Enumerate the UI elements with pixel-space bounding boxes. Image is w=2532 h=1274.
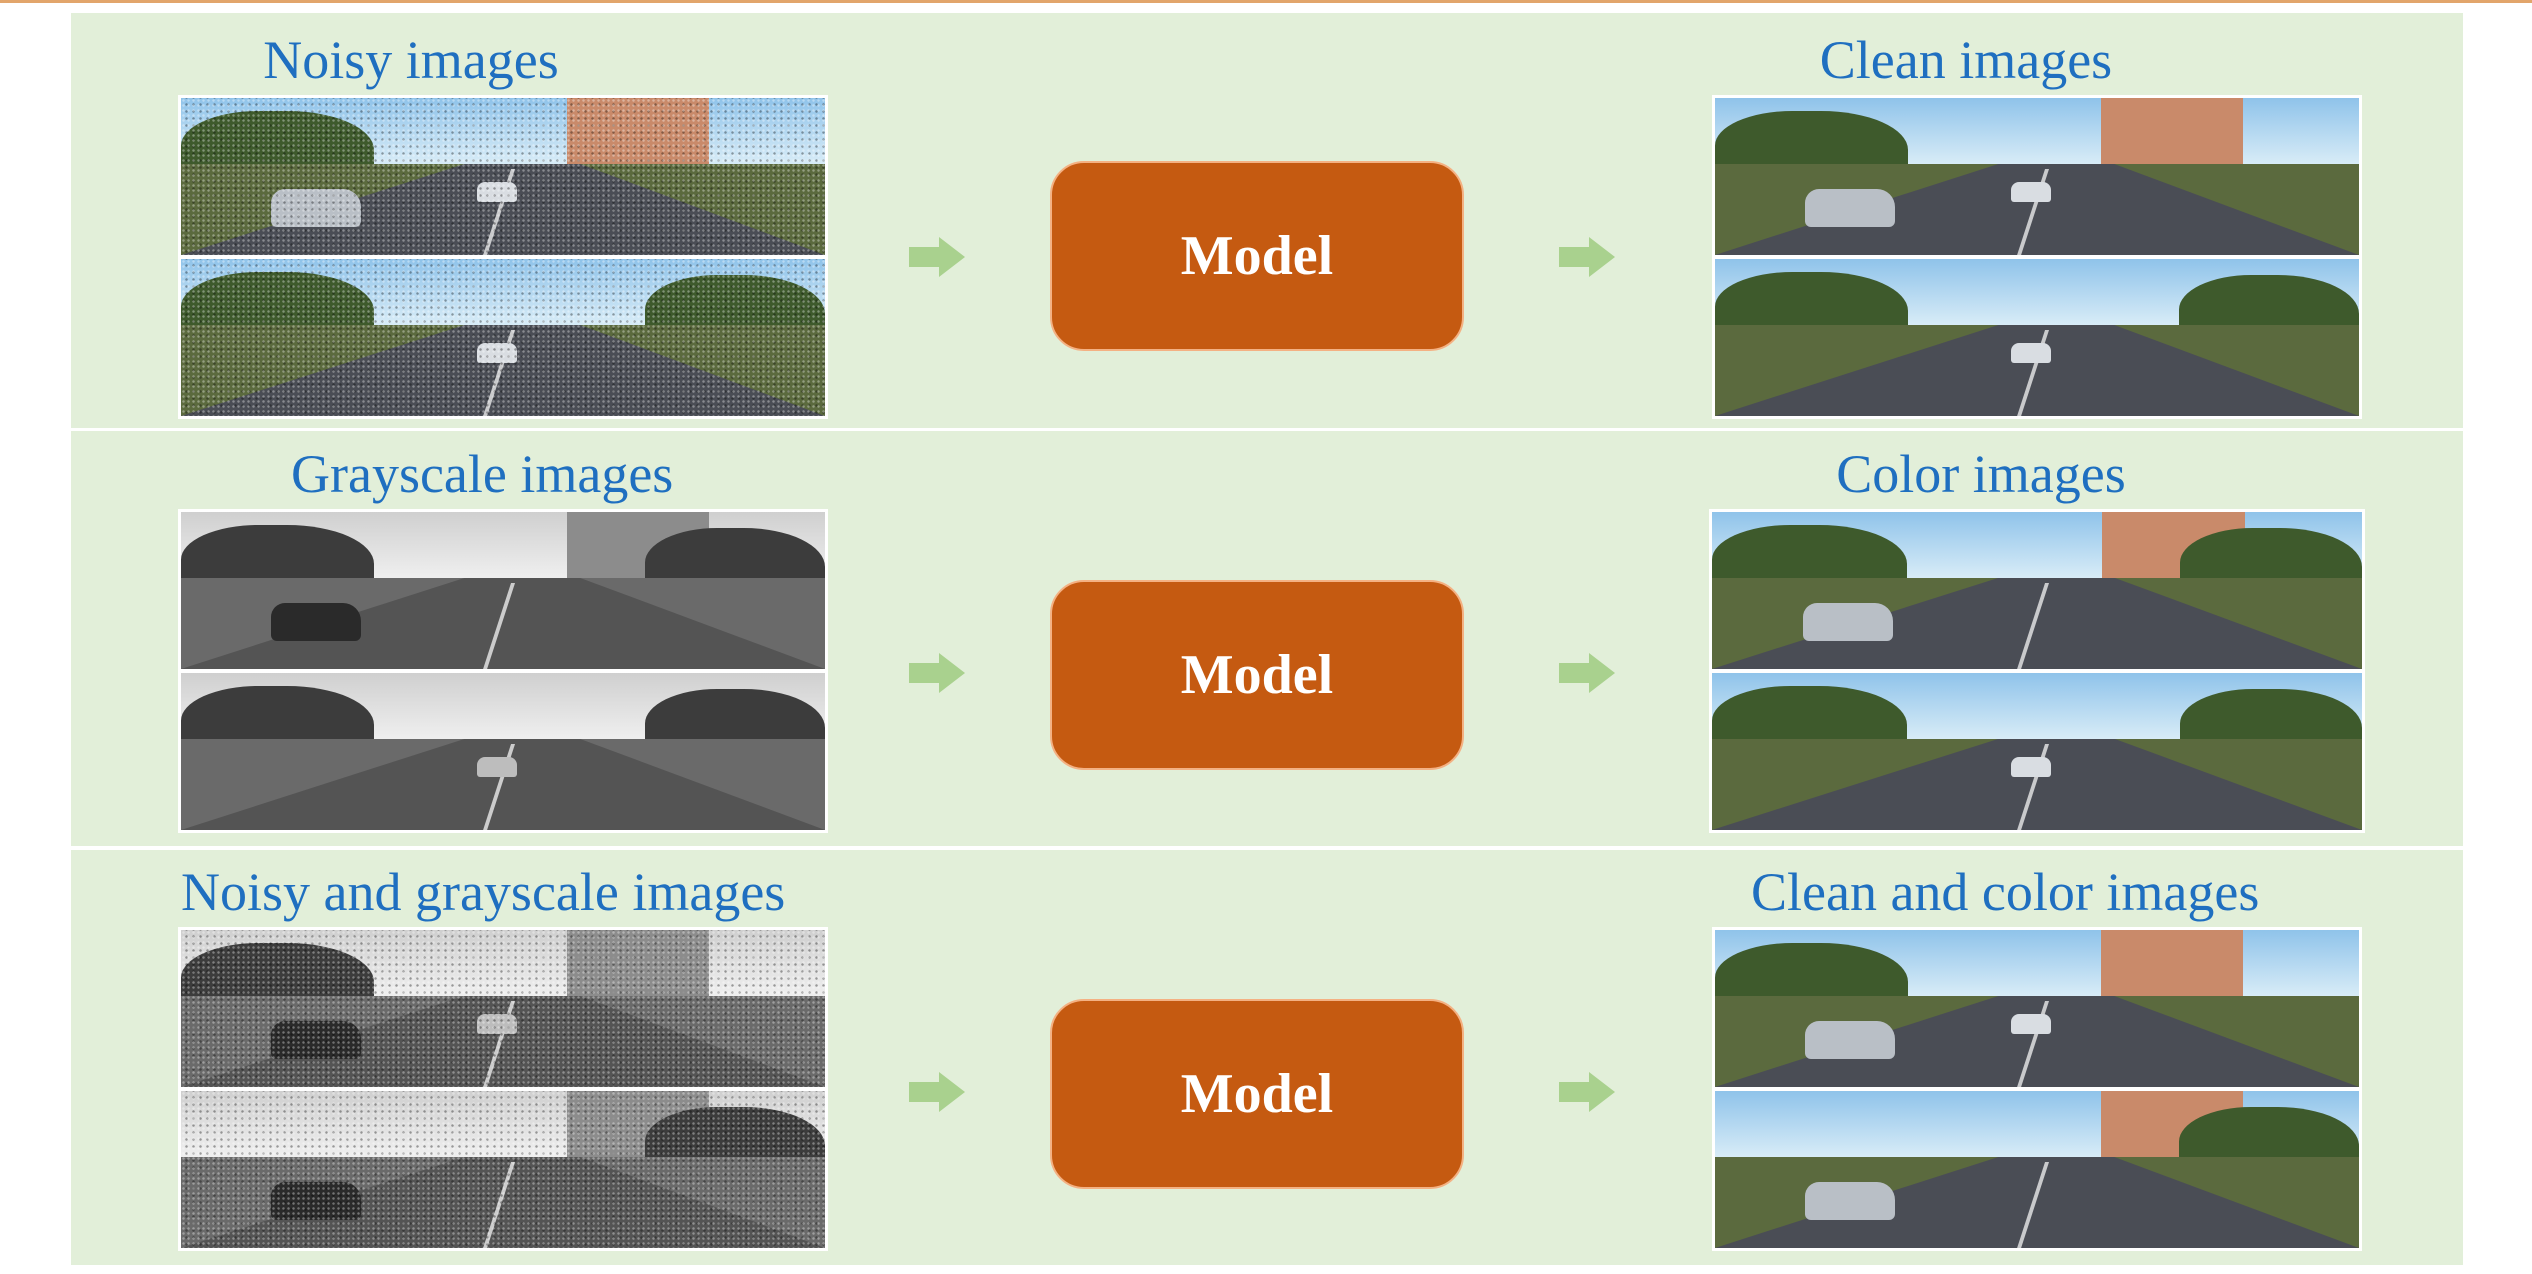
street-photo	[1715, 930, 2359, 1087]
street-photo	[181, 1091, 825, 1248]
output-label: Color images	[1836, 444, 2126, 504]
street-photo	[1712, 673, 2362, 830]
street-photo	[1715, 259, 2359, 416]
street-photo	[181, 98, 825, 255]
row-panel-denoise: Noisy images Model Clean images	[71, 13, 2463, 428]
right-arrow-icon	[1559, 237, 1615, 277]
right-arrow-icon	[909, 237, 965, 277]
street-photo	[181, 673, 825, 830]
row-panel-colorize: Grayscale images Model Color images	[71, 431, 2463, 846]
input-label: Noisy images	[263, 30, 559, 90]
right-arrow-icon	[909, 653, 965, 693]
street-photo	[1715, 98, 2359, 255]
output-images-clean	[1712, 95, 2362, 419]
right-arrow-icon	[1559, 653, 1615, 693]
model-box: Model	[1050, 161, 1464, 351]
model-box: Model	[1050, 580, 1464, 770]
street-photo	[1712, 512, 2362, 669]
right-arrow-icon	[1559, 1072, 1615, 1112]
input-label: Grayscale images	[291, 444, 674, 504]
top-rule	[0, 0, 2532, 3]
row-panel-denoise-colorize: Noisy and grayscale images Model Clean a…	[71, 850, 2463, 1265]
street-photo	[181, 512, 825, 669]
input-images-grayscale	[178, 509, 828, 833]
street-photo	[181, 259, 825, 416]
input-label: Noisy and grayscale images	[181, 862, 786, 922]
output-images-clean-color	[1712, 927, 2362, 1251]
street-photo	[1715, 1091, 2359, 1248]
input-images-noisy-grayscale	[178, 927, 828, 1251]
output-images-color	[1709, 509, 2365, 833]
street-photo	[181, 930, 825, 1087]
output-label: Clean images	[1819, 30, 2113, 90]
right-arrow-icon	[909, 1072, 965, 1112]
input-images-noisy	[178, 95, 828, 419]
output-label: Clean and color images	[1751, 862, 2260, 922]
model-box: Model	[1050, 999, 1464, 1189]
